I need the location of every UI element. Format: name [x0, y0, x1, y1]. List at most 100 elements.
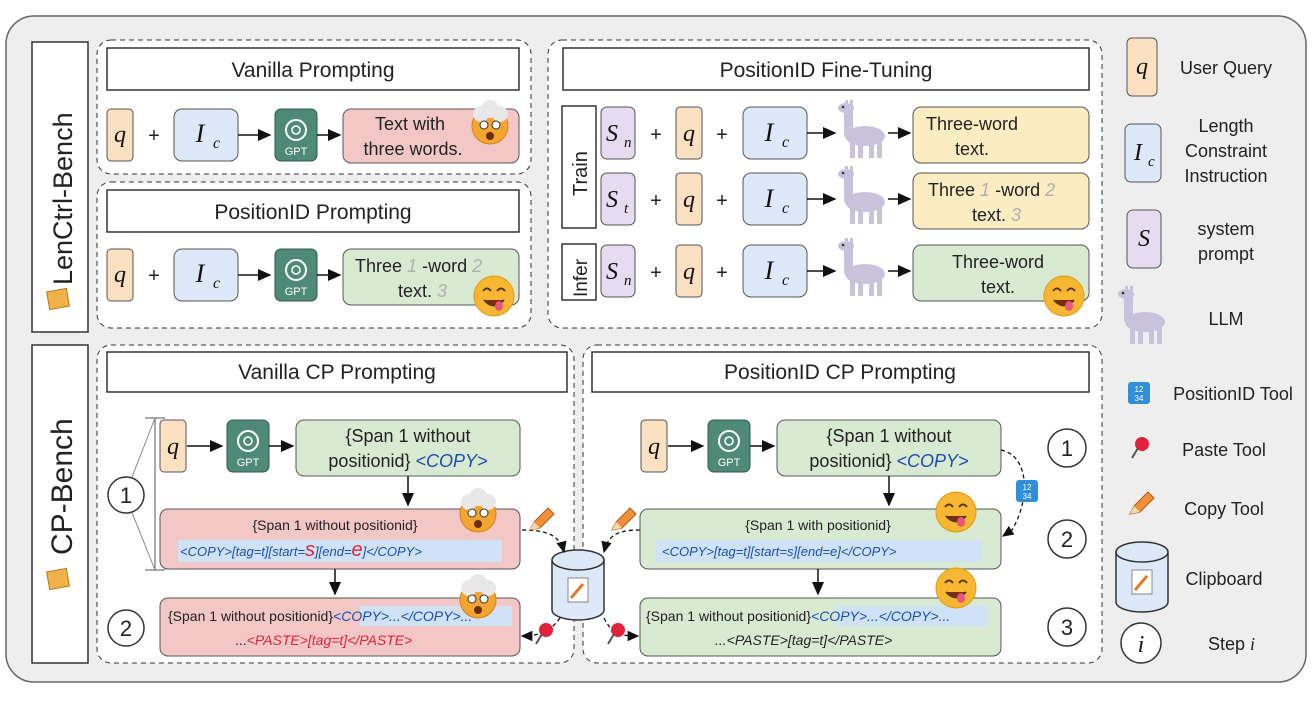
vanilla-cp-title: Vanilla CP Prompting [238, 361, 436, 384]
legend-step-symbol: i [1138, 632, 1145, 658]
smile-emoji-icon [1043, 275, 1085, 317]
ft-output-1 [912, 106, 1090, 164]
ic-subscript: c [213, 135, 220, 152]
ic-symbol: I [764, 118, 775, 147]
vanilla-cp-copy-line: <COPY>[tag=t][start=s][end=e]</COPY> [180, 539, 422, 561]
cp-bench-panel [31, 344, 89, 664]
plus-sign: + [716, 124, 728, 146]
smile-emoji-icon [935, 491, 977, 533]
smile-emoji-icon [935, 567, 977, 609]
legend-positionid-tool: PositionID Tool [1173, 384, 1293, 404]
s-subscript: t [624, 201, 629, 217]
legend-paste-tool: Paste Tool [1182, 440, 1266, 460]
ic-symbol: I [764, 256, 775, 285]
gpt-label: GPT [285, 286, 308, 298]
plus-sign: + [650, 124, 662, 146]
s-subscript: n [624, 273, 632, 289]
legend-length-constraint-line1: Length [1198, 116, 1253, 136]
smile-emoji-icon [473, 275, 515, 317]
box-icon [46, 567, 70, 591]
gpt-label: GPT [718, 457, 741, 469]
positionid-cp-title-box [591, 351, 1090, 393]
positionid-cp-span-line2: positionid} <COPY> [809, 451, 968, 471]
legend-system-line2: prompt [1198, 244, 1254, 264]
finetuning-title-box [562, 47, 1090, 91]
legend-s-symbol: S [1138, 226, 1150, 252]
vanilla-output-line1: Text with [375, 114, 445, 134]
ft-output-3-line2: text. [981, 277, 1015, 297]
vanilla-cp-copy-title: {Span 1 without positionid} [252, 517, 417, 533]
s-symbol: S [606, 187, 618, 213]
clipboard-icon [550, 548, 606, 622]
gpt-label: GPT [285, 146, 308, 158]
finetuning-title: PositionID Fine-Tuning [720, 59, 933, 82]
ft-output-1-line1: Three-word [926, 114, 1018, 134]
step-2-number: 2 [1061, 527, 1073, 552]
legend-user-query: User Query [1180, 58, 1272, 78]
s-symbol: S [606, 121, 618, 147]
query-symbol: q [683, 259, 695, 285]
step-1-marker [1047, 428, 1087, 468]
legend-instruction-box [1124, 123, 1162, 183]
step-2-number: 2 [120, 616, 132, 641]
step-2-marker [1047, 519, 1087, 559]
legend-ic-subscript: c [1148, 154, 1155, 170]
copy-highlight [178, 540, 502, 562]
positionid-cp-title: PositionID CP Prompting [724, 361, 956, 384]
legend-system-box [1126, 209, 1162, 269]
gpt-label: GPT [237, 457, 260, 469]
positionid-cp-paste-line1: {Span 1 without positionid}<COPY>...</CO… [646, 608, 950, 624]
positionid-prompting-title-box [106, 189, 520, 233]
positionid-cp-copy-title: {Span 1 with positionid} [745, 517, 891, 533]
copy-highlight [656, 540, 982, 562]
ft-output-3-line1: Three-word [952, 252, 1044, 272]
infer-label-box [561, 243, 597, 301]
positionid-output-line1: Three 1 -word 2 [355, 256, 482, 276]
ic-subscript: c [782, 200, 789, 217]
ic-subscript: c [782, 272, 789, 289]
plus-sign: + [148, 125, 160, 147]
legend-step: Step i [1208, 634, 1255, 654]
vanilla-prompting-title-box [106, 47, 520, 91]
vanilla-cp-paste-line1: {Span 1 without positionid}<COPY>...</CO… [168, 608, 472, 624]
step-3-marker [1047, 607, 1087, 647]
plus-sign: + [650, 262, 662, 284]
vanilla-cp-span-line1: {Span 1 without [345, 426, 470, 446]
ic-symbol: I [195, 259, 206, 288]
step-3-number: 3 [1061, 615, 1073, 640]
positionid-cp-copy-line: <COPY>[tag=t][start=s][end=e]</COPY> [662, 544, 897, 559]
lenctrl-bench-panel [31, 41, 89, 333]
step-2-marker [107, 609, 145, 647]
plus-sign: + [716, 190, 728, 212]
ft-output-2-line1: Three 1 -word 2 [928, 180, 1055, 200]
legend-step-marker [1120, 622, 1162, 664]
query-symbol: q [648, 434, 660, 460]
query-symbol: q [114, 122, 126, 148]
legend-positionid-tool-icon [1128, 382, 1150, 404]
vanilla-output-line2: three words. [363, 139, 462, 159]
query-symbol: q [683, 121, 695, 147]
s-subscript: n [624, 135, 632, 151]
legend-copy-tool: Copy Tool [1184, 499, 1264, 519]
train-label: Train [570, 151, 592, 196]
positionid-cp-span-line1: {Span 1 without [826, 426, 951, 446]
legend-length-constraint-line2: Constraint [1185, 141, 1267, 161]
legend-clipboard: Clipboard [1185, 569, 1262, 589]
s-symbol: S [606, 259, 618, 285]
legend-query-symbol: q [1136, 54, 1148, 80]
query-symbol: q [683, 187, 695, 213]
plus-sign: + [148, 265, 160, 287]
train-label-box [561, 105, 597, 229]
ic-symbol: I [195, 119, 206, 148]
ic-symbol: I [764, 184, 775, 213]
query-symbol: q [114, 262, 126, 288]
ic-subscript: c [213, 275, 220, 292]
legend-system-line1: system [1197, 219, 1254, 239]
step-1-number: 1 [1061, 436, 1073, 461]
legend-length-constraint-line3: Instruction [1184, 166, 1267, 186]
positionid-output-line2: text. 3 [398, 281, 447, 301]
query-symbol: q [167, 434, 179, 460]
ft-output-1-line2: text. [955, 139, 989, 159]
ft-output-2-line2: text. 3 [972, 205, 1021, 225]
